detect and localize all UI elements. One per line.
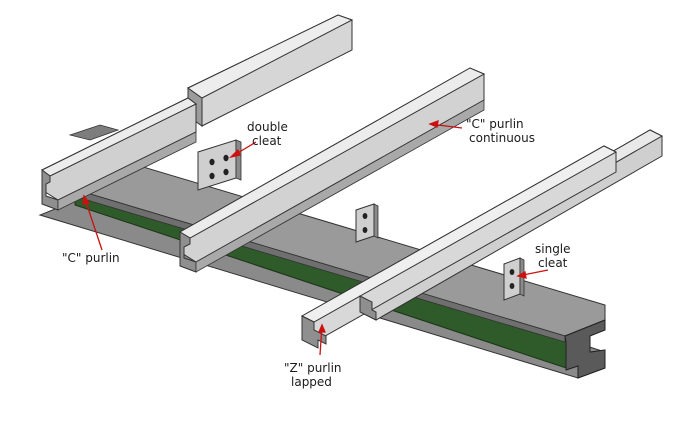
label-c-purlin-continuous-line2: continuous bbox=[469, 131, 535, 145]
label-double-cleat-line1: double bbox=[247, 120, 288, 134]
z-purlin-lapped bbox=[300, 129, 664, 349]
label-single-cleat-line2: cleat bbox=[538, 256, 568, 270]
label-double-cleat-line2: cleat bbox=[252, 134, 282, 148]
leader-arrows bbox=[82, 119, 549, 356]
double-cleat bbox=[197, 139, 242, 191]
i-beam-end-section bbox=[564, 319, 606, 379]
label-c-purlin: "C" purlin bbox=[62, 251, 120, 265]
label-c-purlin-continuous-line1: "C" purlin bbox=[466, 117, 524, 131]
arrow-c-purlin bbox=[83, 195, 103, 251]
label-z-purlin-line2: lapped bbox=[291, 375, 332, 389]
label-single-cleat-line1: single bbox=[535, 242, 571, 256]
c-purlin-left bbox=[41, 14, 354, 211]
c-purlin-continuous bbox=[179, 67, 486, 273]
middle-cleat bbox=[355, 203, 379, 243]
single-cleat bbox=[503, 257, 525, 301]
labels: double cleat "C" purlin continuous "C" p… bbox=[62, 117, 571, 389]
label-z-purlin-line1: "Z" purlin bbox=[284, 361, 342, 375]
